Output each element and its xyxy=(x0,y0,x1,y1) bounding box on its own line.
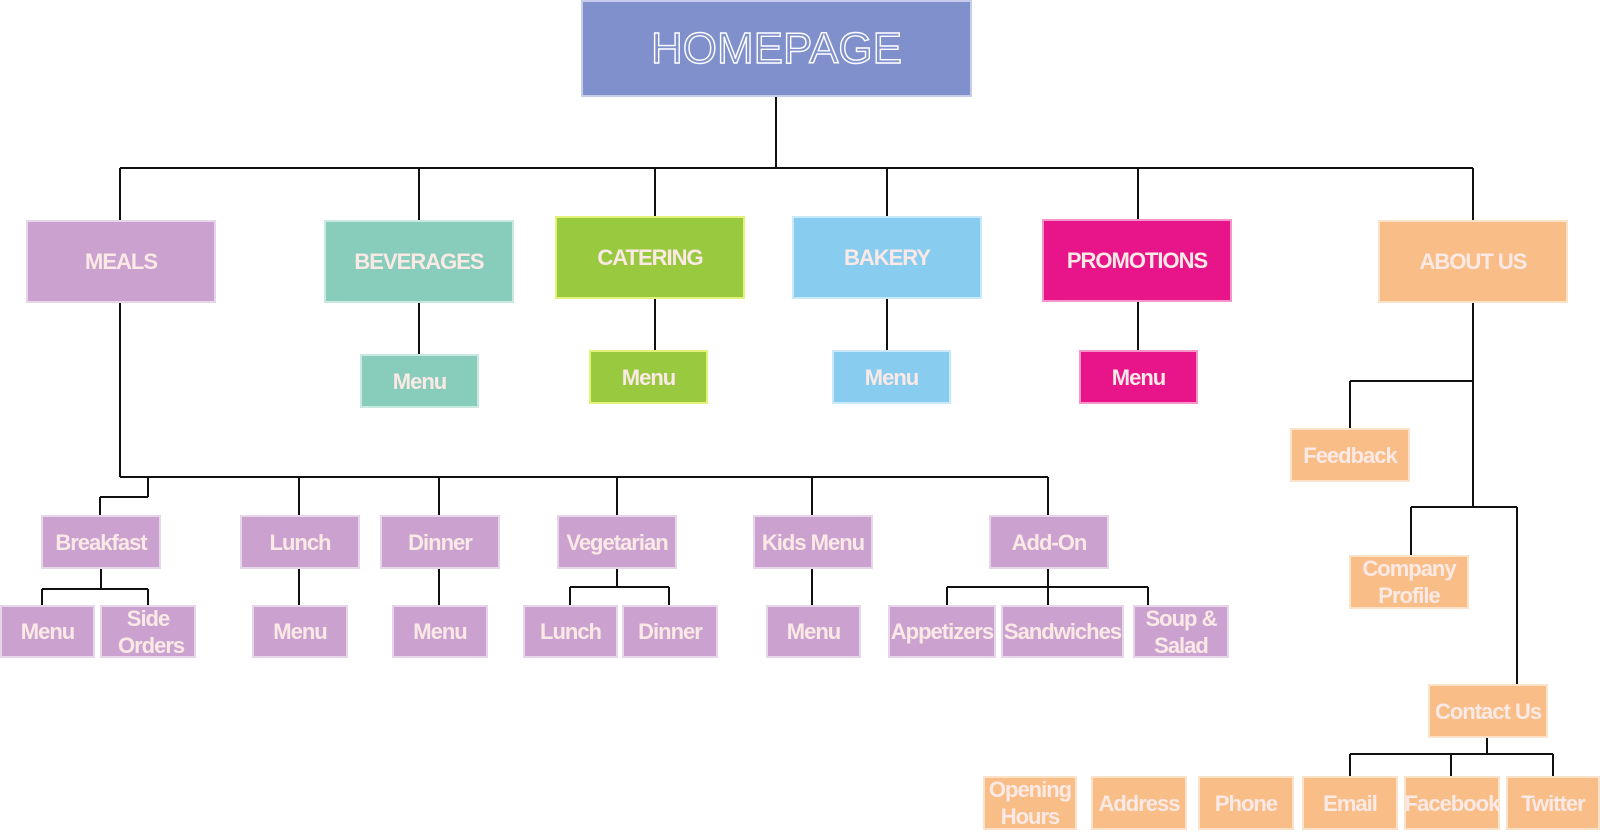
vegetarian-lunch-label: Lunch xyxy=(540,619,602,644)
email-label: Email xyxy=(1323,790,1378,816)
contact-us-label: Contact Us xyxy=(1434,698,1542,724)
add-on-label: Add-On xyxy=(1011,529,1088,555)
vegetarian-lunch-node[interactable]: Lunch xyxy=(523,605,618,658)
bakery-node[interactable]: BAKERY xyxy=(792,216,982,299)
phone-node[interactable]: Phone xyxy=(1198,776,1294,830)
email-node[interactable]: Email xyxy=(1302,776,1398,830)
kids-menu-node[interactable]: Kids Menu xyxy=(753,515,873,569)
kids-menu-menu-label: Menu xyxy=(786,619,841,644)
catering-label: CATERING xyxy=(597,245,703,270)
beverages-label: BEVERAGES xyxy=(354,249,484,274)
feedback-node[interactable]: Feedback xyxy=(1290,428,1410,482)
contact-us-node[interactable]: Contact Us xyxy=(1428,684,1548,738)
catering-menu-node[interactable]: Menu xyxy=(589,350,708,404)
twitter-label: Twitter xyxy=(1521,790,1585,816)
facebook-label: Facebook xyxy=(1404,790,1501,816)
add-on-node[interactable]: Add-On xyxy=(989,515,1109,569)
about-us-node[interactable]: ABOUT US xyxy=(1378,220,1568,303)
catering-menu-label: Menu xyxy=(621,364,676,390)
lunch-menu-node[interactable]: Menu xyxy=(252,605,348,658)
breakfast-node[interactable]: Breakfast xyxy=(41,515,161,569)
breakfast-menu-node[interactable]: Menu xyxy=(0,605,95,658)
feedback-label: Feedback xyxy=(1303,442,1397,468)
vegetarian-label: Vegetarian xyxy=(566,529,668,555)
dinner-menu-label: Menu xyxy=(413,619,467,644)
bakery-label: BAKERY xyxy=(843,245,931,270)
vegetarian-dinner-label: Dinner xyxy=(638,619,703,644)
lunch-label: Lunch xyxy=(269,529,332,555)
promotions-menu-node[interactable]: Menu xyxy=(1079,350,1198,404)
promotions-menu-label: Menu xyxy=(1111,364,1166,390)
promotions-node[interactable]: PROMOTIONS xyxy=(1042,219,1232,302)
twitter-node[interactable]: Twitter xyxy=(1506,776,1600,830)
breakfast-label: Breakfast xyxy=(55,529,147,555)
company-profile-label: Company Profile xyxy=(1362,556,1456,608)
facebook-node[interactable]: Facebook xyxy=(1404,776,1500,830)
address-label: Address xyxy=(1098,790,1180,816)
beverages-node[interactable]: BEVERAGES xyxy=(324,220,514,303)
phone-label: Phone xyxy=(1214,790,1278,816)
address-node[interactable]: Address xyxy=(1091,776,1187,830)
appetizers-label: Appetizers xyxy=(890,619,994,644)
vegetarian-dinner-node[interactable]: Dinner xyxy=(622,605,718,658)
homepage-node[interactable]: HOMEPAGE xyxy=(581,0,972,97)
bakery-menu-node[interactable]: Menu xyxy=(832,350,951,404)
breakfast-menu-label: Menu xyxy=(20,619,75,644)
homepage-label: HOMEPAGE xyxy=(650,24,902,73)
company-profile-node[interactable]: Company Profile xyxy=(1349,555,1469,609)
catering-node[interactable]: CATERING xyxy=(555,216,745,299)
about-us-label: ABOUT US xyxy=(1419,249,1528,274)
side-orders-label: Side Orders xyxy=(118,605,185,658)
beverages-menu-label: Menu xyxy=(392,368,447,394)
kids-menu-label: Kids Menu xyxy=(761,529,865,555)
dinner-menu-node[interactable]: Menu xyxy=(392,605,488,658)
kids-menu-menu-node[interactable]: Menu xyxy=(766,605,861,658)
sandwiches-node[interactable]: Sandwiches xyxy=(1001,605,1124,658)
opening-hours-label: Opening Hours xyxy=(988,777,1072,829)
promotions-label: PROMOTIONS xyxy=(1066,248,1208,273)
soup-salad-label: Soup & Salad xyxy=(1145,605,1218,658)
meals-label: MEALS xyxy=(85,249,158,274)
dinner-label: Dinner xyxy=(408,529,473,555)
vegetarian-node[interactable]: Vegetarian xyxy=(557,515,677,569)
appetizers-node[interactable]: Appetizers xyxy=(888,605,996,658)
meals-node[interactable]: MEALS xyxy=(26,220,216,303)
beverages-menu-node[interactable]: Menu xyxy=(360,354,479,408)
soup-salad-node[interactable]: Soup & Salad xyxy=(1133,605,1229,658)
sandwiches-label: Sandwiches xyxy=(1003,619,1122,644)
side-orders-node[interactable]: Side Orders xyxy=(100,605,196,658)
bakery-menu-label: Menu xyxy=(864,364,919,390)
lunch-menu-label: Menu xyxy=(273,619,327,644)
opening-hours-node[interactable]: Opening Hours xyxy=(983,776,1077,830)
lunch-node[interactable]: Lunch xyxy=(240,515,360,569)
dinner-node[interactable]: Dinner xyxy=(380,515,500,569)
